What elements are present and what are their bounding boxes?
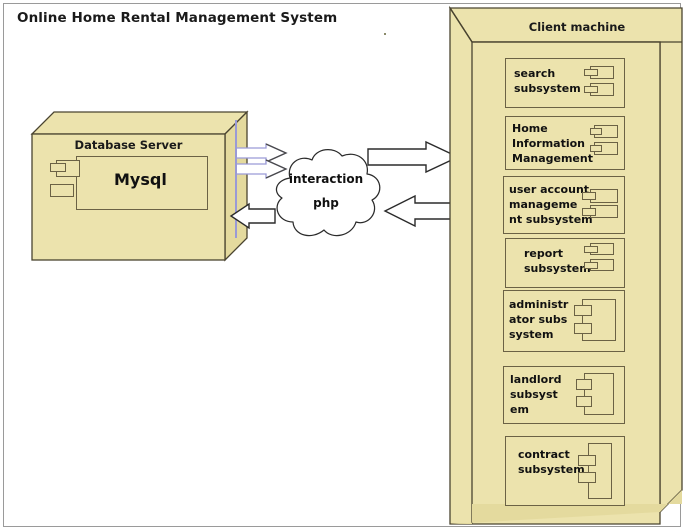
arrow-db-to-cloud-upper <box>235 142 288 166</box>
uml-component-icon <box>578 443 612 499</box>
uml-component-icon <box>50 160 82 204</box>
cloud-line1: interaction <box>288 172 364 186</box>
component-search-subsystem[interactable]: search subsystem <box>505 58 625 108</box>
cloud-line2: php <box>313 196 339 210</box>
mysql-label: Mysql <box>114 170 167 189</box>
arrow-db-to-cloud-lower <box>235 158 288 182</box>
client-machine-label: Client machine <box>528 20 626 34</box>
component-label: search subsystem <box>514 67 581 95</box>
diagram-title: Online Home Rental Management System <box>17 10 338 26</box>
component-user-account-management-subsystem[interactable]: user account manageme nt subsystem <box>503 176 625 234</box>
database-server-label: Database Server <box>74 138 183 152</box>
arrow-cloud-to-db <box>229 202 277 230</box>
uml-component-icon <box>590 125 618 157</box>
interaction-php-cloud: interaction php <box>264 142 388 252</box>
uml-component-icon <box>574 299 616 341</box>
stray-dot <box>384 33 386 35</box>
uml-component-icon <box>576 373 614 415</box>
uml-component-icon <box>584 243 614 273</box>
database-server-node: Database Server Mysql <box>30 110 249 262</box>
component-label: landlord subsyst em <box>510 373 562 416</box>
uml-component-icon <box>584 66 614 98</box>
component-label: report subsystem <box>524 247 591 275</box>
component-administrator-subsystem[interactable]: administr ator subs system <box>503 290 625 352</box>
uml-component-icon <box>582 189 618 219</box>
component-home-information-management[interactable]: Home Information Management <box>505 116 625 170</box>
cloud-shape <box>275 149 381 237</box>
component-report-subsystem[interactable]: report subsystem <box>505 238 625 288</box>
mysql-component[interactable] <box>76 156 208 210</box>
component-label: contract subsystem <box>518 448 585 476</box>
arrow-cloud-to-client <box>367 140 460 176</box>
component-label: administr ator subs system <box>509 298 569 341</box>
component-label: user account manageme nt subsystem <box>509 183 593 226</box>
blue-connector-line <box>235 120 237 238</box>
component-contract-subsystem[interactable]: contract subsystem <box>505 436 625 506</box>
component-label: Home Information Management <box>512 122 593 165</box>
component-landlord-subsystem[interactable]: landlord subsyst em <box>503 366 625 424</box>
arrow-client-to-cloud <box>383 194 459 230</box>
